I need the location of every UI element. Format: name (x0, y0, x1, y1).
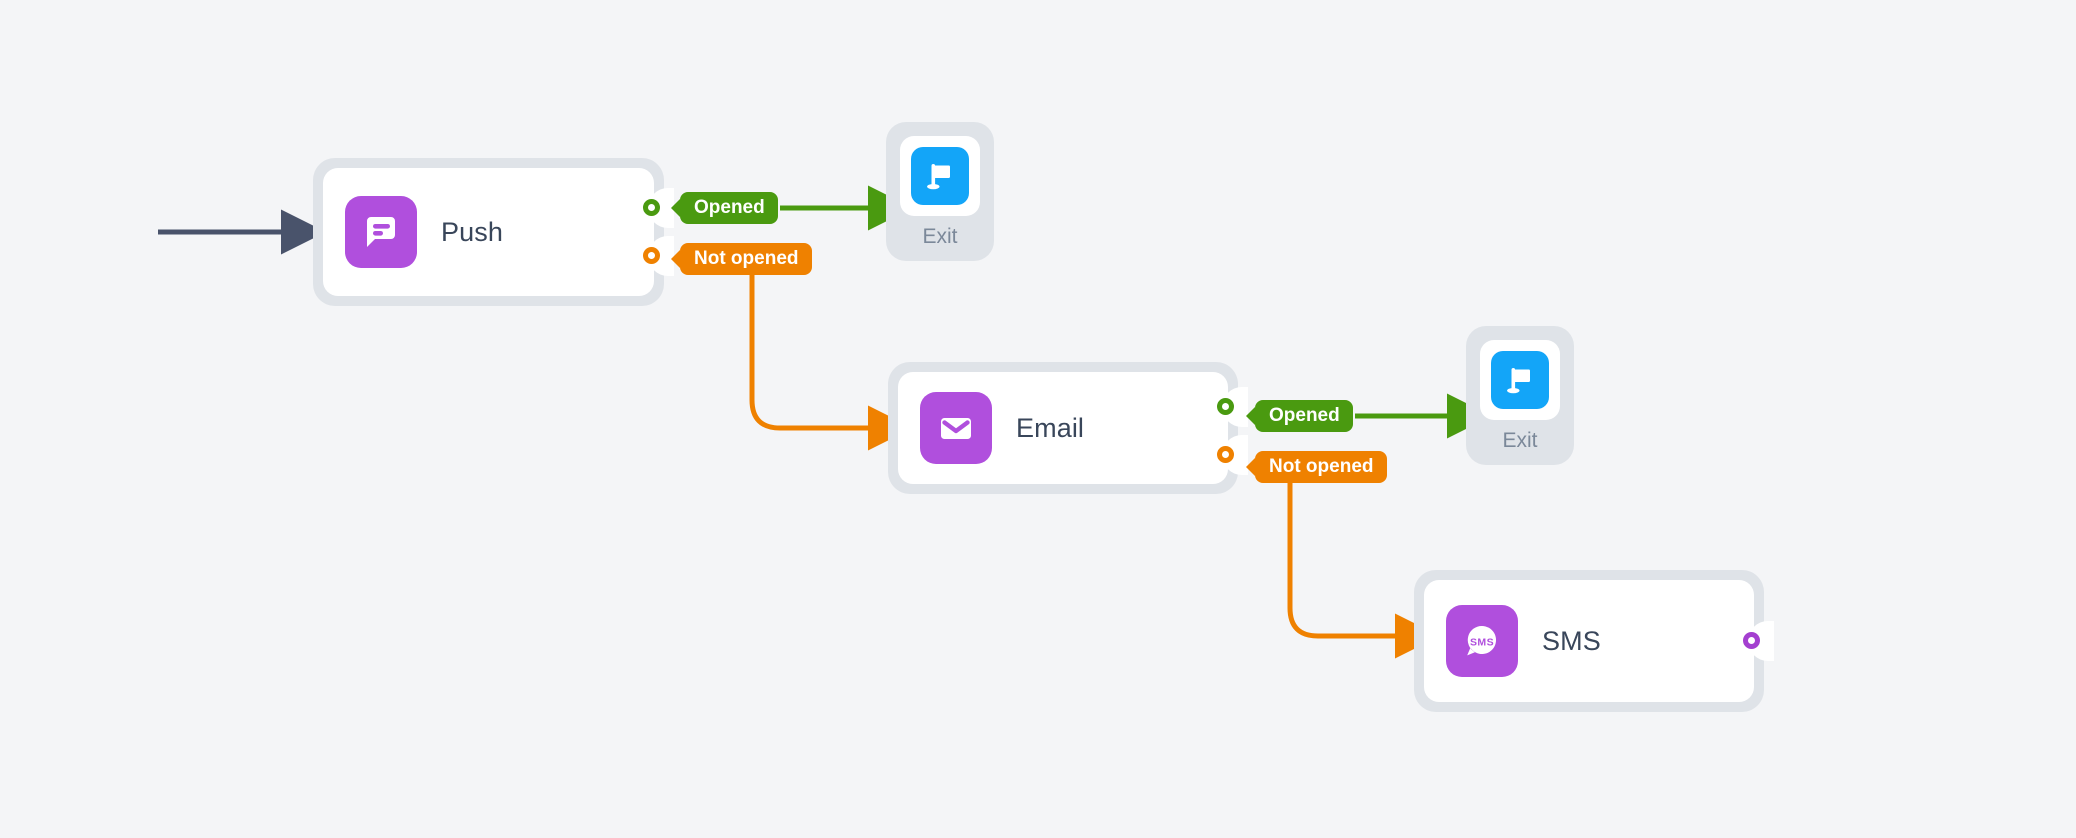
node-sms-title: SMS (1542, 625, 1601, 656)
node-push-title: Push (441, 216, 503, 247)
connector-push-notopened-email (749, 275, 913, 451)
badge-email-opened-label: Opened (1269, 405, 1340, 426)
node-email[interactable]: Email (888, 362, 1248, 494)
badge-push-opened-label: Opened (694, 197, 765, 218)
node-sms[interactable]: SMS SMS (1414, 570, 1774, 712)
node-exit-2-card[interactable] (1480, 340, 1560, 420)
sms-bubble-icon: SMS (1446, 605, 1518, 677)
node-exit-1-card[interactable] (900, 136, 980, 216)
port-email-opened[interactable] (1217, 398, 1234, 415)
node-exit-1[interactable]: Exit (886, 122, 994, 261)
node-exit-1-label: Exit (922, 225, 958, 248)
svg-text:SMS: SMS (1470, 637, 1494, 649)
push-notification-icon (345, 196, 417, 268)
node-exit-2[interactable]: Exit (1466, 326, 1574, 465)
node-email-card[interactable]: Email (898, 372, 1228, 484)
node-push[interactable]: Push (313, 158, 674, 306)
badge-push-not-opened-label: Not opened (694, 248, 799, 269)
flag-icon (911, 147, 969, 205)
node-email-title: Email (1016, 412, 1085, 443)
badge-push-not-opened[interactable]: Not opened (680, 243, 812, 275)
badge-email-opened[interactable]: Opened (1255, 400, 1353, 432)
port-sms-out[interactable] (1743, 632, 1760, 649)
node-exit-2-label: Exit (1502, 429, 1538, 452)
node-push-card[interactable]: Push (323, 168, 654, 296)
port-push-opened[interactable] (643, 199, 660, 216)
flag-icon (1491, 351, 1549, 409)
badge-email-not-opened-label: Not opened (1269, 456, 1374, 477)
badge-email-not-opened[interactable]: Not opened (1255, 451, 1387, 483)
connector-email-notopened-sms (1287, 483, 1440, 659)
badge-push-opened[interactable]: Opened (680, 192, 778, 224)
envelope-icon (920, 392, 992, 464)
node-sms-card[interactable]: SMS SMS (1424, 580, 1754, 702)
port-email-not-opened[interactable] (1217, 446, 1234, 463)
port-push-not-opened[interactable] (643, 247, 660, 264)
